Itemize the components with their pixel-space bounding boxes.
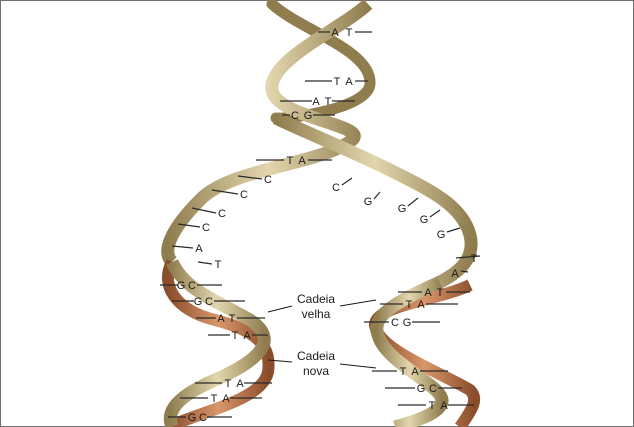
base-letter: T <box>232 330 239 342</box>
base-letter: T <box>406 299 413 311</box>
base-pair-rung <box>408 198 418 206</box>
base-letter: A <box>222 393 230 405</box>
old-strand-label-line2: velha <box>302 307 331 321</box>
parent-helix <box>168 4 471 282</box>
base-pair-rung <box>374 192 380 199</box>
base-letter: A <box>424 287 432 299</box>
base-letter: A <box>236 378 244 390</box>
base-letter: A <box>331 27 339 39</box>
base-letter: G <box>364 196 373 208</box>
old-strand-right-arm <box>276 118 471 282</box>
base-letter: C <box>218 208 226 220</box>
base-pair-rung <box>447 228 460 232</box>
base-letter: T <box>400 366 407 378</box>
base-letter: A <box>451 268 459 280</box>
base-letter: C <box>202 222 210 234</box>
base-letter: T <box>471 253 478 265</box>
base-letter: C <box>205 296 213 308</box>
base-pair-rung <box>342 178 352 185</box>
base-letter: G <box>437 229 446 241</box>
base-letter: T <box>429 400 436 412</box>
base-pair-rung <box>198 262 212 264</box>
base-letter: T <box>287 155 294 167</box>
base-letter: A <box>417 299 425 311</box>
base-letter: T <box>225 378 232 390</box>
base-letter: T <box>334 76 341 88</box>
base-letter: A <box>217 313 225 325</box>
base-letter: A <box>243 330 251 342</box>
base-letter: C <box>240 189 248 201</box>
base-letter: A <box>345 76 353 88</box>
base-letter: A <box>411 366 419 378</box>
base-letter: T <box>346 27 353 39</box>
old-strand-label-line1: Cadeia <box>297 292 335 306</box>
base-letter: C <box>332 182 340 194</box>
base-letter: T <box>437 287 444 299</box>
base-letter: C <box>391 317 399 329</box>
base-letter: G <box>403 317 412 329</box>
base-letter: C <box>264 174 272 186</box>
base-letter: A <box>312 96 320 108</box>
base-letter: G <box>420 214 429 226</box>
base-letter: G <box>304 110 313 122</box>
base-letter: G <box>177 280 186 292</box>
base-letter: G <box>188 412 197 424</box>
base-letter: C <box>188 280 196 292</box>
base-letter: A <box>440 400 448 412</box>
base-letter: T <box>229 313 236 325</box>
base-letter: T <box>215 259 222 271</box>
base-letter: A <box>195 243 203 255</box>
base-letter: G <box>398 203 407 215</box>
base-letter: C <box>199 412 207 424</box>
new-strand-label-line2: nova <box>303 364 329 378</box>
new-strand-label-line1: Cadeia <box>297 349 335 363</box>
base-pair-rung <box>172 246 193 248</box>
base-letter: C <box>429 383 437 395</box>
base-letter: G <box>194 296 203 308</box>
base-letter: A <box>298 155 306 167</box>
base-pair-rung <box>430 210 440 217</box>
base-letter: C <box>291 110 299 122</box>
base-letter: G <box>417 383 426 395</box>
base-letter: T <box>211 393 218 405</box>
base-letter: T <box>325 96 332 108</box>
